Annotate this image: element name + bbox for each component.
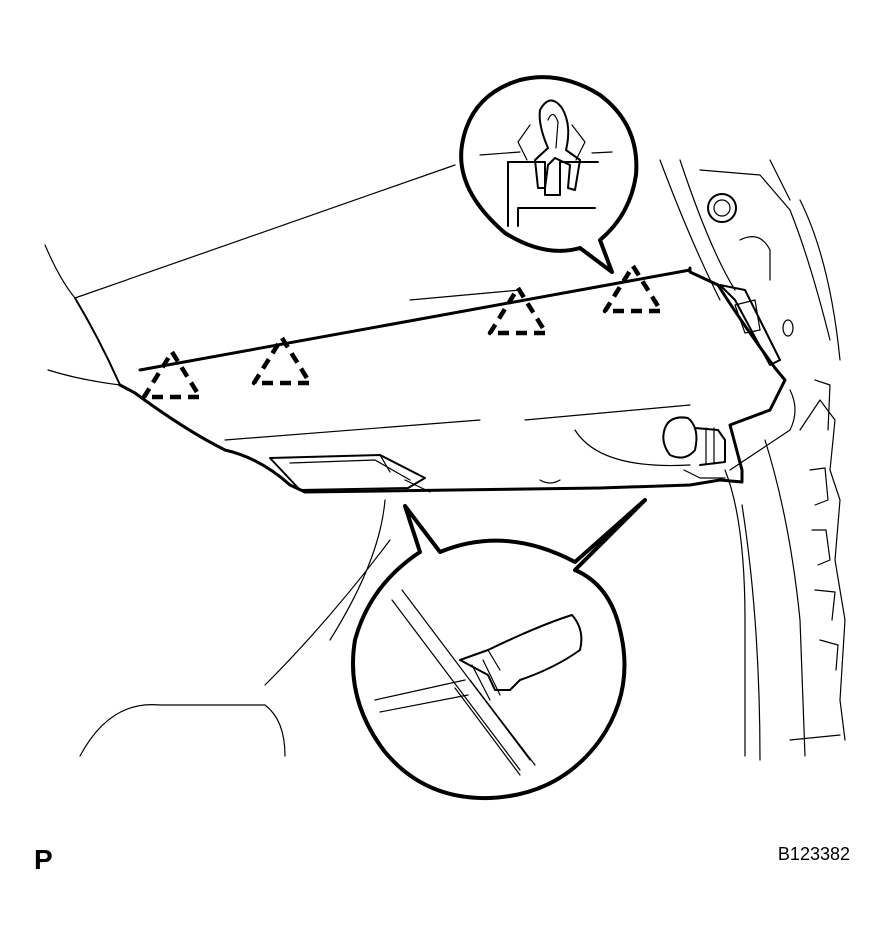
cover-panel bbox=[74, 266, 787, 494]
clip-marker-3 bbox=[487, 285, 549, 336]
metal-clip-shape bbox=[534, 99, 581, 191]
clip-markers bbox=[141, 263, 664, 400]
pillar-structure bbox=[659, 159, 846, 761]
clip-marker-1 bbox=[141, 349, 203, 400]
figure-code-label: B123382 bbox=[777, 844, 850, 864]
pillar-bolt-hole bbox=[707, 193, 737, 223]
view-marker-label: P bbox=[34, 844, 53, 875]
bolt-stud bbox=[662, 416, 726, 479]
pillar-hole bbox=[782, 319, 794, 337]
edge-bracket bbox=[719, 284, 781, 366]
background-body-lines bbox=[44, 164, 691, 757]
claw-shape bbox=[459, 614, 583, 691]
clip-detail-view bbox=[459, 75, 639, 274]
clip-marker-2 bbox=[251, 335, 313, 386]
clip-marker-4 bbox=[602, 263, 664, 314]
claw-detail-view bbox=[351, 498, 647, 801]
